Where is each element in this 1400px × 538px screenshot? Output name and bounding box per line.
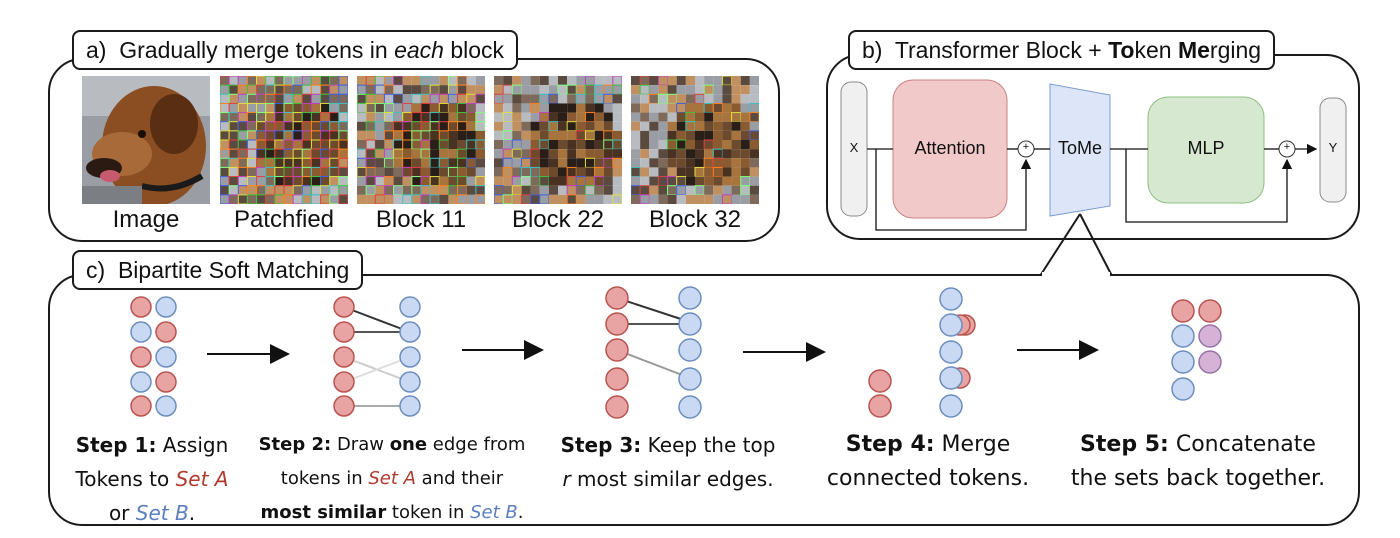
- step-4-t1: Merge: [934, 432, 1011, 457]
- step-1-set-a: Set A: [175, 467, 229, 491]
- step-1-t1: Assign: [156, 433, 229, 457]
- step-1-t2: Tokens to: [75, 467, 176, 491]
- panel-c-title: c) Bipartite Soft Matching: [72, 250, 364, 290]
- step-1-caption: Step 1: Assign Tokens to Set A or Set B.: [62, 428, 242, 530]
- step-3-r: r: [562, 467, 571, 491]
- panel-b-prefix: b): [862, 37, 883, 63]
- step-3-caption: Step 3: Keep the top r most similar edge…: [548, 428, 788, 496]
- step-1-t3: or: [108, 501, 136, 525]
- step-5-t2: the sets back together.: [1070, 466, 1326, 491]
- step-2-b2: most similar: [260, 502, 387, 523]
- panel-b-title-mid: ken: [1134, 37, 1178, 63]
- step-1-head: Step 1:: [75, 433, 157, 457]
- step-2-t6: .: [517, 502, 524, 523]
- panel-c: [48, 274, 1360, 526]
- patchified-label: Patchfied: [233, 206, 335, 233]
- step-3-t2: most similar edges.: [570, 467, 774, 491]
- step-2-t2: edge from: [427, 434, 526, 455]
- plus-2-label: +: [1283, 141, 1291, 153]
- step-5-head: Step 5:: [1080, 432, 1169, 457]
- block-22-label: Block 22: [511, 206, 605, 233]
- panel-b-title: b) Transformer Block + Token Merging: [848, 30, 1276, 70]
- panel-c-title-text: Bipartite Soft Matching: [117, 257, 350, 283]
- step-1-set-b: Set B: [135, 501, 189, 525]
- y-label: Y: [1328, 140, 1338, 155]
- panel-a-title-pre: Gradually merge tokens in: [119, 37, 395, 63]
- attention-label: Attention: [914, 138, 986, 158]
- step-2-head: Step 2:: [258, 434, 332, 455]
- panel-b-title-b1: To: [1108, 37, 1135, 63]
- step-2-caption: Step 2: Draw one edge from tokens in Set…: [250, 428, 534, 530]
- panel-a-title-em: each: [394, 37, 444, 63]
- step-3-head: Step 3:: [560, 433, 642, 457]
- x-label: X: [849, 140, 859, 155]
- panel-b-title-pre: Transformer Block +: [894, 37, 1109, 63]
- step-2-set-a: Set A: [368, 468, 416, 489]
- panel-b-title-b2: Me: [1177, 37, 1210, 63]
- panel-b-title-post: rging: [1209, 37, 1262, 63]
- panel-a-title: a) Gradually merge tokens in each block: [72, 30, 519, 70]
- step-2-t3: tokens in: [280, 468, 369, 489]
- step-2-t5: token in: [386, 502, 471, 523]
- step-2-set-b: Set B: [470, 502, 518, 523]
- block-11-label: Block 11: [375, 206, 467, 233]
- patchified-image: [220, 76, 348, 204]
- block-32-label: Block 32: [648, 206, 742, 233]
- step-5-caption: Step 5: Concatenate the sets back togeth…: [1060, 428, 1336, 496]
- step-4-caption: Step 4: Merge connected tokens.: [818, 428, 1038, 496]
- step-1-t4: .: [188, 501, 196, 525]
- image-label: Image: [112, 206, 180, 233]
- tome-label: ToMe: [1057, 138, 1102, 158]
- dog-image: [82, 76, 210, 204]
- step-3-t1: Keep the top: [641, 433, 776, 457]
- panel-a-prefix: a): [86, 37, 107, 63]
- step-4-head: Step 4:: [845, 432, 935, 457]
- step-4-t2: connected tokens.: [826, 466, 1030, 491]
- block-22-image: [494, 76, 622, 204]
- step-2-t4: and their: [415, 468, 504, 489]
- step-2-b1: one: [389, 434, 428, 455]
- mlp-label: MLP: [1187, 138, 1225, 158]
- step-2-t1: Draw: [331, 434, 390, 455]
- block-11-image: [357, 76, 485, 204]
- block-32-image: [631, 76, 759, 204]
- panel-a-title-post: block: [443, 37, 505, 63]
- plus-1-label: +: [1022, 141, 1030, 153]
- step-5-t1: Concatenate: [1168, 432, 1316, 457]
- panel-c-prefix: c): [86, 257, 106, 283]
